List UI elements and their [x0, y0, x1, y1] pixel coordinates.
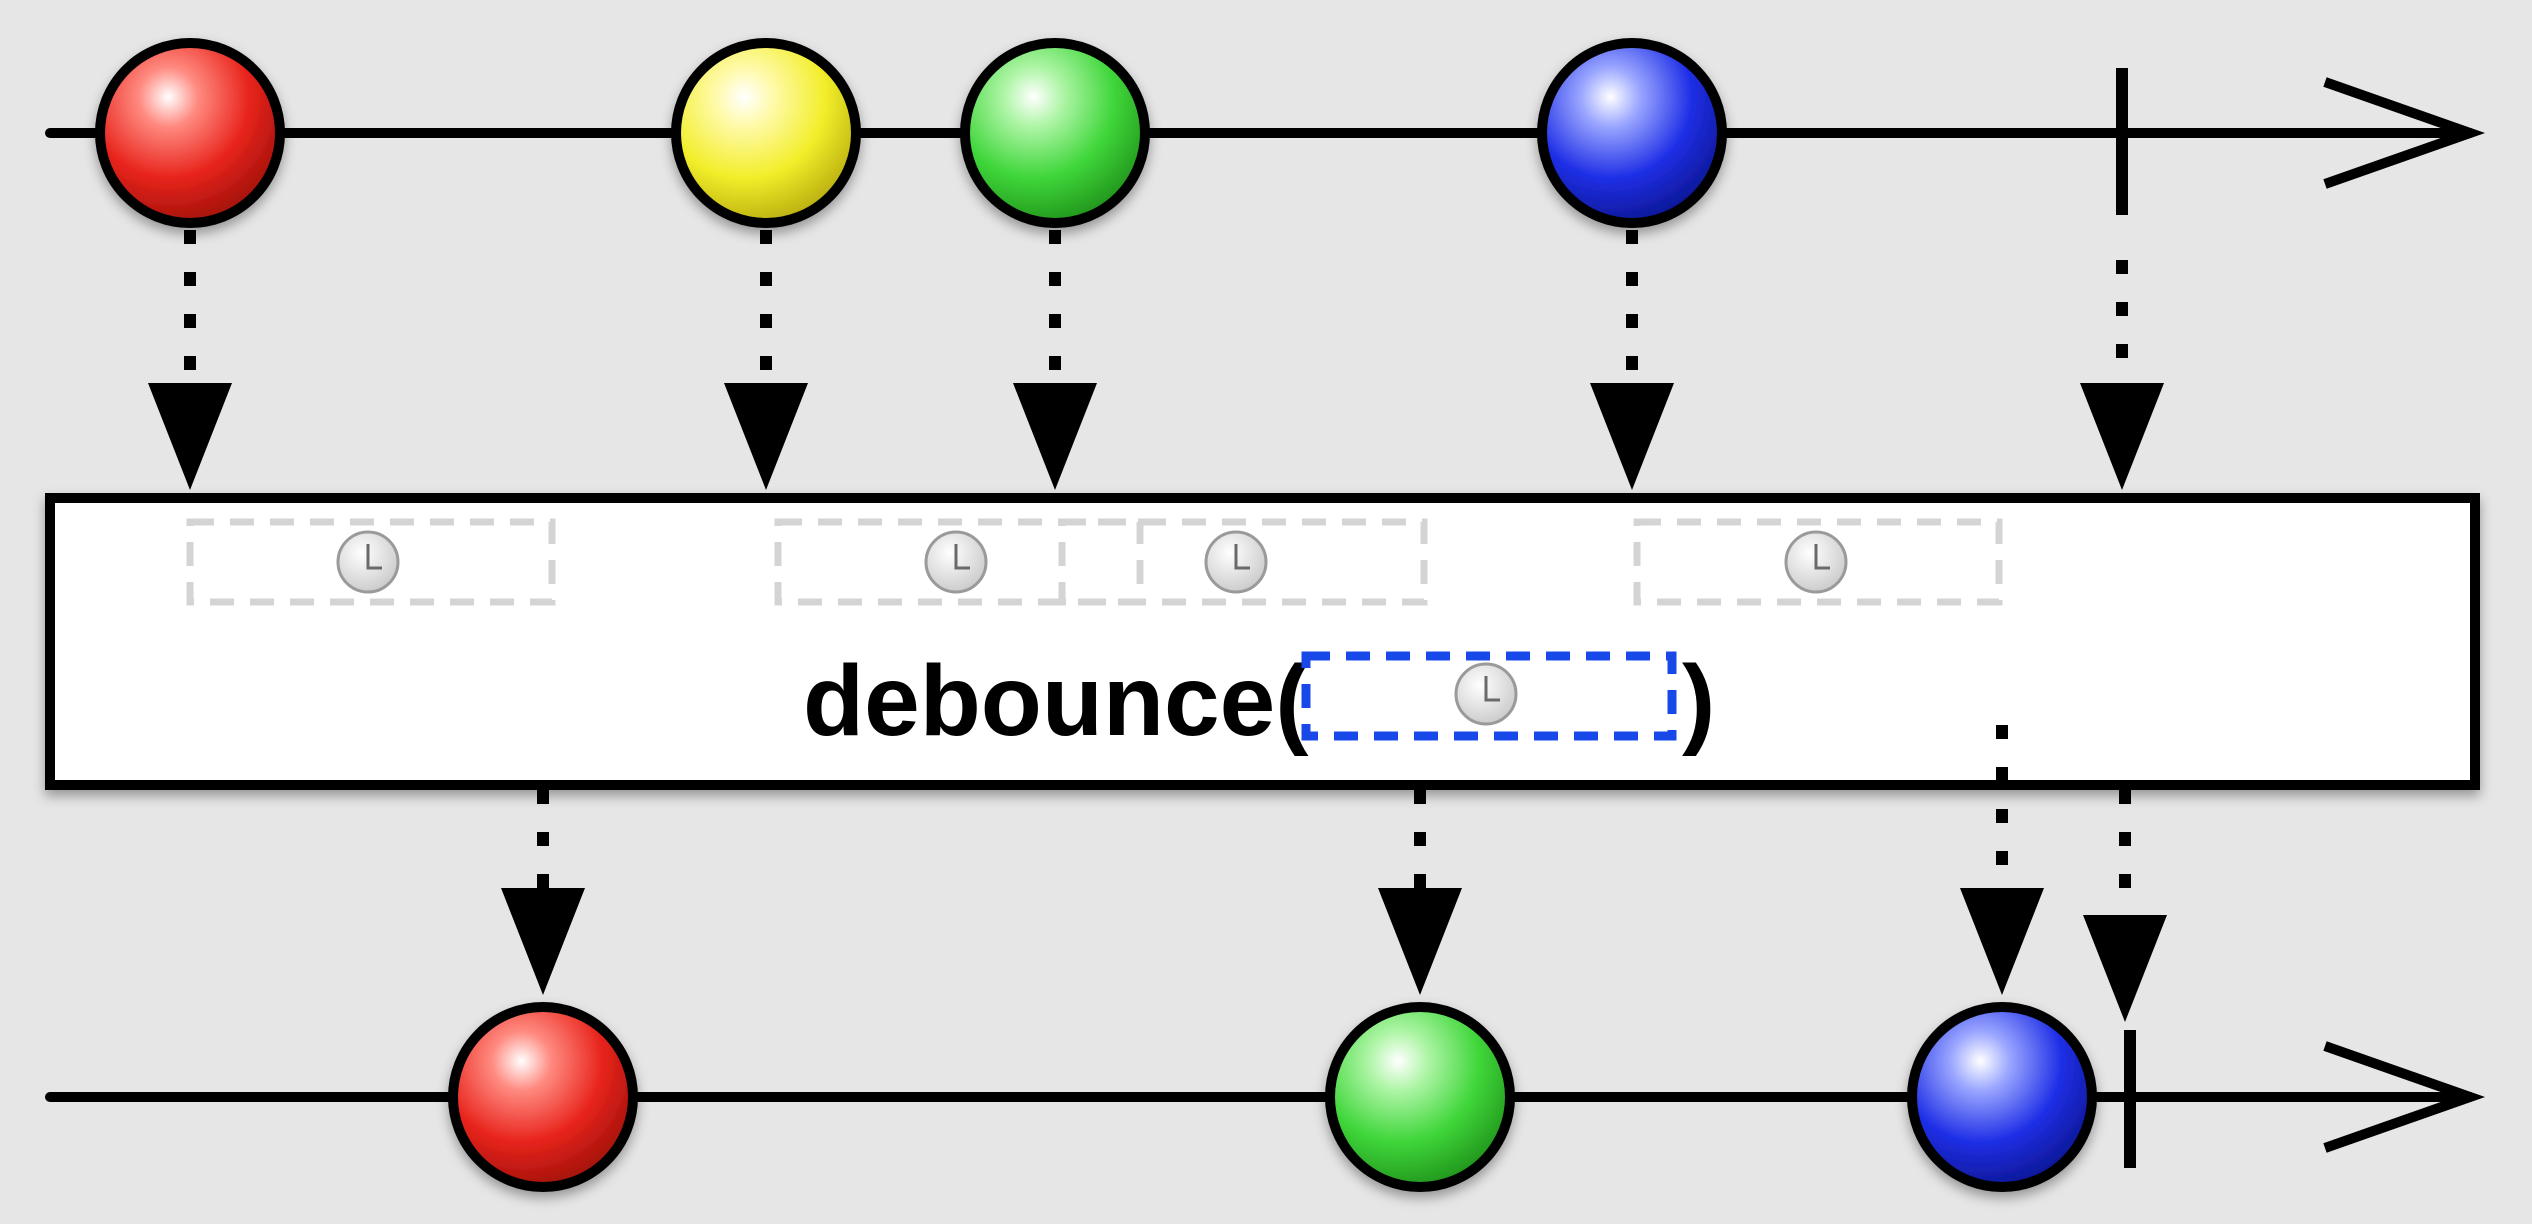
operator-box: debounce( ): [45, 493, 2480, 790]
marble-blue: [1907, 1002, 2097, 1192]
timer-window: [1058, 518, 1428, 606]
timer-window-highlight: [1301, 651, 1677, 741]
connector-red-output: [501, 790, 585, 995]
arrow-head-icon: [501, 888, 585, 995]
connector-yellow: [724, 230, 808, 490]
clock-icon: [336, 530, 400, 594]
marble-green: [960, 38, 1150, 228]
connector-blue: [1590, 230, 1674, 490]
arrow-head-icon: [2323, 77, 2486, 189]
connector-blue-output: [1960, 725, 2044, 995]
arrow-head-icon: [2080, 383, 2164, 490]
output-marbles: [448, 1002, 2097, 1192]
input-marbles: [95, 38, 1727, 228]
marble-red: [448, 1002, 638, 1192]
output-timeline: [45, 1030, 2486, 1168]
connector-green-output: [1378, 790, 1462, 995]
timer-window: [1633, 518, 2003, 606]
input-timeline: [45, 68, 2486, 215]
arrow-head-icon: [2083, 915, 2167, 1022]
clock-icon: [1454, 662, 1518, 726]
arrow-head-icon: [1590, 383, 1674, 490]
arrow-head-icon: [1013, 383, 1097, 490]
output-connectors: [501, 725, 2167, 1022]
timer-window: [774, 518, 1144, 606]
operator-label: debounce(: [803, 645, 1309, 757]
timer-window: [186, 518, 556, 606]
connector-red: [148, 230, 232, 490]
clock-icon: [924, 530, 988, 594]
marble-red: [95, 38, 285, 228]
arrow-head-icon: [1378, 888, 1462, 995]
clock-icon: [1204, 530, 1268, 594]
marble-blue: [1537, 38, 1727, 228]
arrow-head-icon: [2323, 1041, 2486, 1153]
connector-completion: [2080, 260, 2164, 490]
arrow-head-icon: [724, 383, 808, 490]
marble-yellow: [671, 38, 861, 228]
connector-completion-output: [2083, 790, 2167, 1022]
input-connectors: [148, 230, 2164, 490]
clock-icon: [1784, 530, 1848, 594]
timer-windows: [186, 518, 2003, 606]
arrow-head-icon: [1960, 888, 2044, 995]
operator-close-paren: ): [1682, 645, 1715, 757]
marble-green: [1325, 1002, 1515, 1192]
arrow-head-icon: [148, 383, 232, 490]
connector-green: [1013, 230, 1097, 490]
